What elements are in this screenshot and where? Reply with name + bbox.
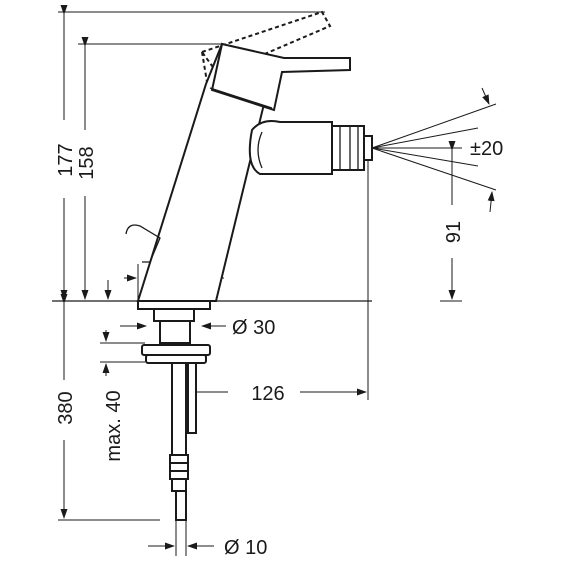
fixing-nut bbox=[141, 344, 211, 356]
dimension-max-40: max. 40 bbox=[102, 330, 125, 462]
lever-handle bbox=[210, 42, 351, 112]
threaded-shank bbox=[159, 320, 191, 344]
height-spout-label: 158 bbox=[76, 146, 98, 179]
dimension-380: 380 bbox=[55, 294, 77, 519]
dimension-91: 91 bbox=[440, 141, 465, 302]
flexible-hose bbox=[175, 490, 187, 521]
spray-height-label: 91 bbox=[443, 221, 465, 243]
pop-up-rod bbox=[125, 224, 161, 263]
dimension-177: 177 bbox=[55, 5, 77, 300]
under-counter-assembly bbox=[141, 308, 211, 521]
connection-pipe bbox=[171, 362, 187, 456]
dimension-126: 126 bbox=[179, 383, 367, 405]
projection-label: 126 bbox=[251, 383, 284, 405]
base-diameter-label: Ø 30 bbox=[232, 317, 275, 339]
dimension-158: 158 bbox=[76, 37, 98, 300]
shank-length-label: 380 bbox=[55, 391, 77, 424]
height-total-label: 177 bbox=[55, 143, 77, 176]
spout bbox=[248, 120, 333, 175]
base-plate bbox=[137, 300, 211, 310]
hose-ribs bbox=[169, 454, 189, 492]
faucet-body bbox=[125, 10, 373, 310]
dimension-diameter-30: Ø 30 bbox=[120, 317, 275, 339]
max-thickness-label: max. 40 bbox=[103, 390, 125, 461]
spray-nozzle bbox=[331, 125, 365, 171]
hose-diameter-label: Ø 10 bbox=[224, 537, 267, 559]
pop-up-rod-lower bbox=[187, 362, 197, 434]
spray-angle-label: ±20 bbox=[470, 138, 503, 160]
dimension-spray-angle: ±20 bbox=[371, 87, 503, 213]
dimension-diameter-10: Ø 10 bbox=[148, 520, 267, 559]
